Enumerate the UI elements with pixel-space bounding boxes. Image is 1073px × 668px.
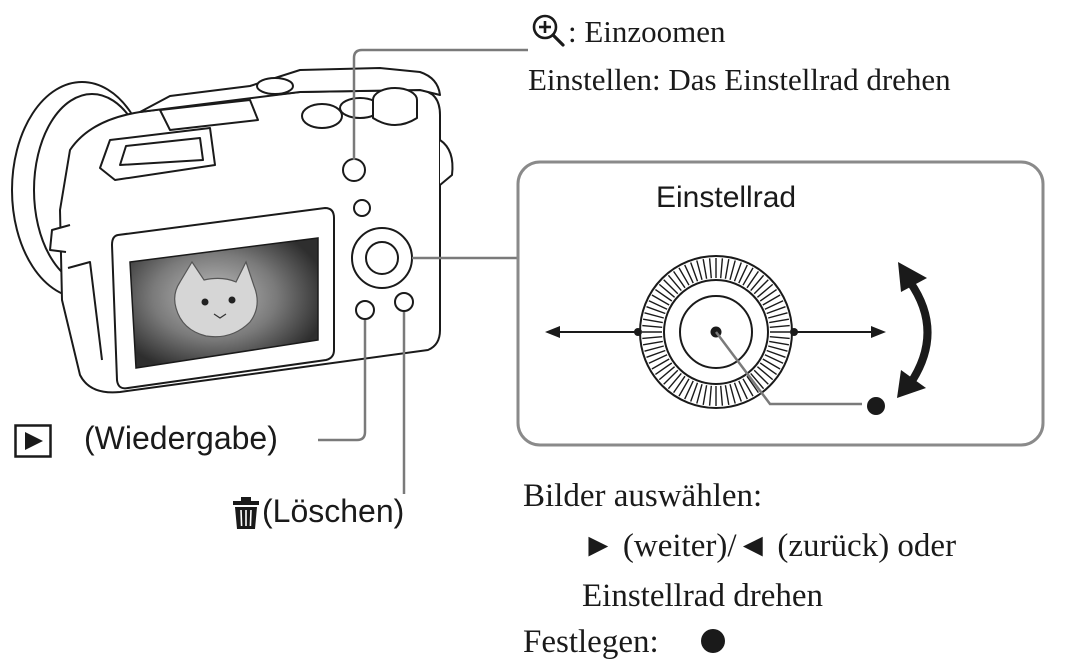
confirm-label: Festlegen: xyxy=(523,624,659,660)
play-icon xyxy=(14,424,52,458)
playback-label: (Wiedergabe) xyxy=(84,420,278,456)
adjust-label: Einstellen: Das Einstellrad drehen xyxy=(528,62,951,97)
trash-icon xyxy=(233,497,259,529)
camera-rear-buttons xyxy=(342,158,414,320)
select-title: Bilder auswählen: xyxy=(523,478,763,514)
camera-screen xyxy=(110,206,335,390)
select-line2: Einstellrad drehen xyxy=(582,578,823,614)
dial-box-title: Einstellrad xyxy=(656,181,797,214)
delete-label: (Löschen) xyxy=(262,493,405,529)
select-line1: ► (weiter)/◄ (zurück) oder xyxy=(582,528,957,564)
filled-circle-icon xyxy=(701,629,725,653)
zoom-in-icon xyxy=(532,14,565,47)
control-wheel-diagram xyxy=(545,255,932,415)
leader-lines xyxy=(318,48,528,494)
zoom-label: : Einzoomen xyxy=(568,14,726,49)
